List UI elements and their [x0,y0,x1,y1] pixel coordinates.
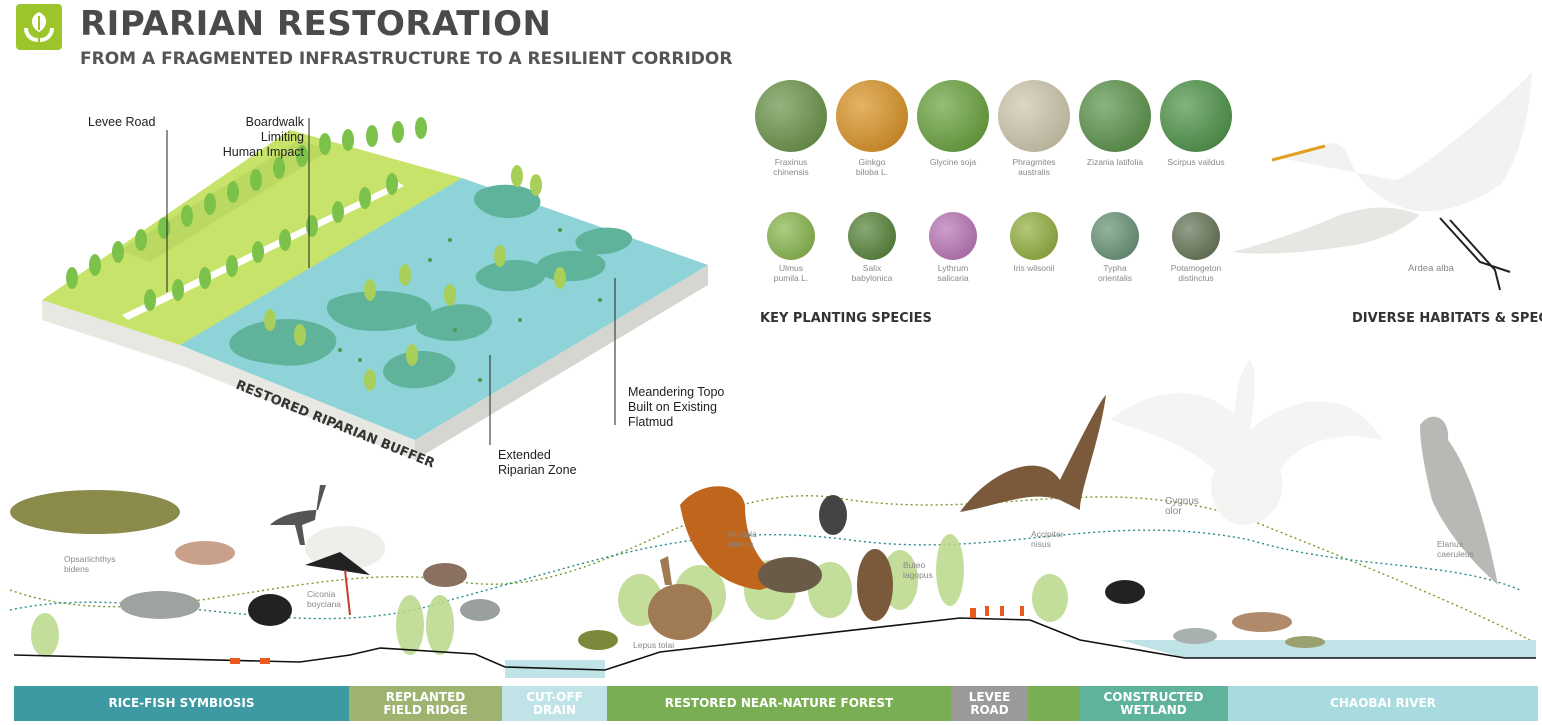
plant-photo [998,80,1070,152]
plant-photo [917,80,989,152]
plant-photo [848,212,896,260]
zone-segment: LEVEE ROAD [951,686,1028,721]
egret-label: Ardea alba [1408,263,1454,274]
callout-boardwalk: Boardwalk Limiting Human Impact [222,115,304,159]
zone-segment: CONSTRUCTED WETLAND [1079,686,1228,721]
page-title: RIPARIAN RESTORATION [80,4,552,44]
label-mustela: Mustela sibirica [727,529,757,549]
plant-name: Lythrum salicaria [937,263,969,283]
label-elanus: Elanus caeruleus [1437,539,1474,559]
plant-name: Zizania latifolia [1086,157,1144,167]
zone-segment: CHAOBAI RIVER [1228,686,1538,721]
zone-segment [1028,686,1079,721]
plant-name: Ginkgo biloba L. [855,157,889,177]
label-cygnus: Cygnus olor [1165,496,1199,517]
hands-leaf-icon [24,12,54,42]
callout-levee-road: Levee Road [88,115,156,129]
plant-name: Glycine soja [929,157,977,167]
plant-photo [1091,212,1139,260]
plant-name: Salix babylonica [851,263,893,283]
callout-extended-riparian: Extended Riparian Zone [498,448,577,477]
label-lepus: Lepus tolai [633,640,675,650]
callout-meandering-topo: Meandering Topo Built on Existing Flatmu… [628,385,725,429]
plant-photo [755,80,827,152]
plant-name: Scirpus validus [1167,157,1225,167]
plant-name: Iris wilsonii [1013,263,1055,273]
page-subtitle: FROM A FRAGMENTED INFRASTRUCTURE TO A RE… [80,49,733,69]
zone-segment: RESTORED NEAR-NATURE FOREST [607,686,951,721]
planting-heading: KEY PLANTING SPECIES [760,311,932,326]
plant-photo [836,80,908,152]
plant-photo [767,212,815,260]
plant-photo [1160,80,1232,152]
zone-segment: REPLANTED FIELD RIDGE [349,686,502,721]
plant-name: Potamogeton distinctus [1170,263,1222,283]
habitats-heading: DIVERSE HABITATS & SPECIES [1352,311,1542,326]
plant-name: Typha orientalis [1097,263,1133,283]
plant-name: Ulmus pumila L. [773,263,809,283]
plant-photo [929,212,977,260]
plant-photo [1010,212,1058,260]
logo [16,4,62,50]
label-ciconia: Ciconia boyciana [307,589,342,609]
plant-photo [1172,212,1220,260]
label-accipiter: Accipiter nisus [1031,529,1064,549]
label-buteo: Buteo lagopus [903,560,933,580]
plant-name: Phragmites australis [1012,157,1056,177]
zone-segment: CUT-OFF DRAIN [502,686,607,721]
zone-segment: RICE-FISH SYMBIOSIS [14,686,349,721]
plant-photo [1079,80,1151,152]
label-opsariichthys: Opsariichthys bidens [64,554,116,574]
plant-name: Fraxinus chinensis [773,157,809,177]
